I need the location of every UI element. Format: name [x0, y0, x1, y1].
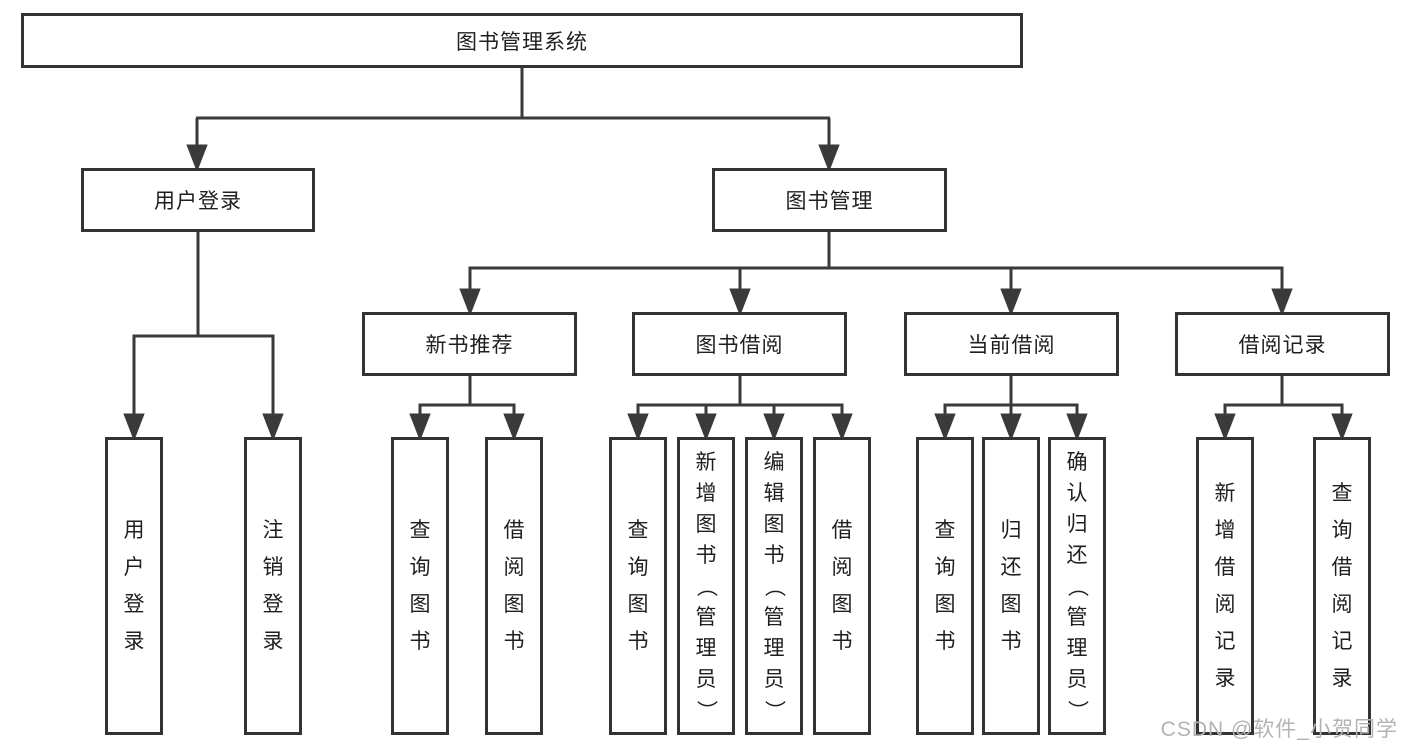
- node-leaf-user-login: 用户登录: [105, 437, 163, 735]
- edge-book-management-to-level3: [459, 232, 1293, 317]
- edge-book-borrow-to-leaves: [627, 376, 853, 442]
- node-leaf-query-borrow-record: 查询借阅记录: [1313, 437, 1371, 735]
- edge-user-login-to-leaves: [123, 232, 284, 442]
- node-leaf-logout: 注销登录: [244, 437, 302, 735]
- node-new-book-recommend: 新书推荐: [362, 312, 577, 376]
- edge-root-to-level2: [186, 68, 840, 173]
- node-leaf-query-books-borrow: 查询图书: [609, 437, 667, 735]
- edge-borrow-record-to-leaves: [1214, 376, 1353, 442]
- node-leaf-edit-books-admin: 编辑图书（管理员）: [745, 437, 803, 735]
- node-leaf-borrow-books: 借阅图书: [813, 437, 871, 735]
- node-leaf-add-books-admin: 新增图书（管理员）: [677, 437, 735, 735]
- edge-current-borrow-to-leaves: [934, 376, 1088, 442]
- node-borrow-record: 借阅记录: [1175, 312, 1390, 376]
- node-leaf-add-borrow-record: 新增借阅记录: [1196, 437, 1254, 735]
- watermark: CSDN @软件_小贺同学: [1160, 718, 1398, 741]
- node-root-library-system: 图书管理系统: [21, 13, 1023, 68]
- node-leaf-confirm-return-admin: 确认归还（管理员）: [1048, 437, 1106, 735]
- node-book-management: 图书管理: [712, 168, 947, 232]
- node-current-borrow: 当前借阅: [904, 312, 1119, 376]
- node-leaf-query-books-current: 查询图书: [916, 437, 974, 735]
- node-book-borrow: 图书借阅: [632, 312, 847, 376]
- edge-new-book-recommend-to-leaves: [409, 376, 525, 442]
- node-user-login: 用户登录: [81, 168, 315, 232]
- node-leaf-query-books-recommend: 查询图书: [391, 437, 449, 735]
- node-leaf-return-books: 归还图书: [982, 437, 1040, 735]
- node-leaf-borrow-books-recommend: 借阅图书: [485, 437, 543, 735]
